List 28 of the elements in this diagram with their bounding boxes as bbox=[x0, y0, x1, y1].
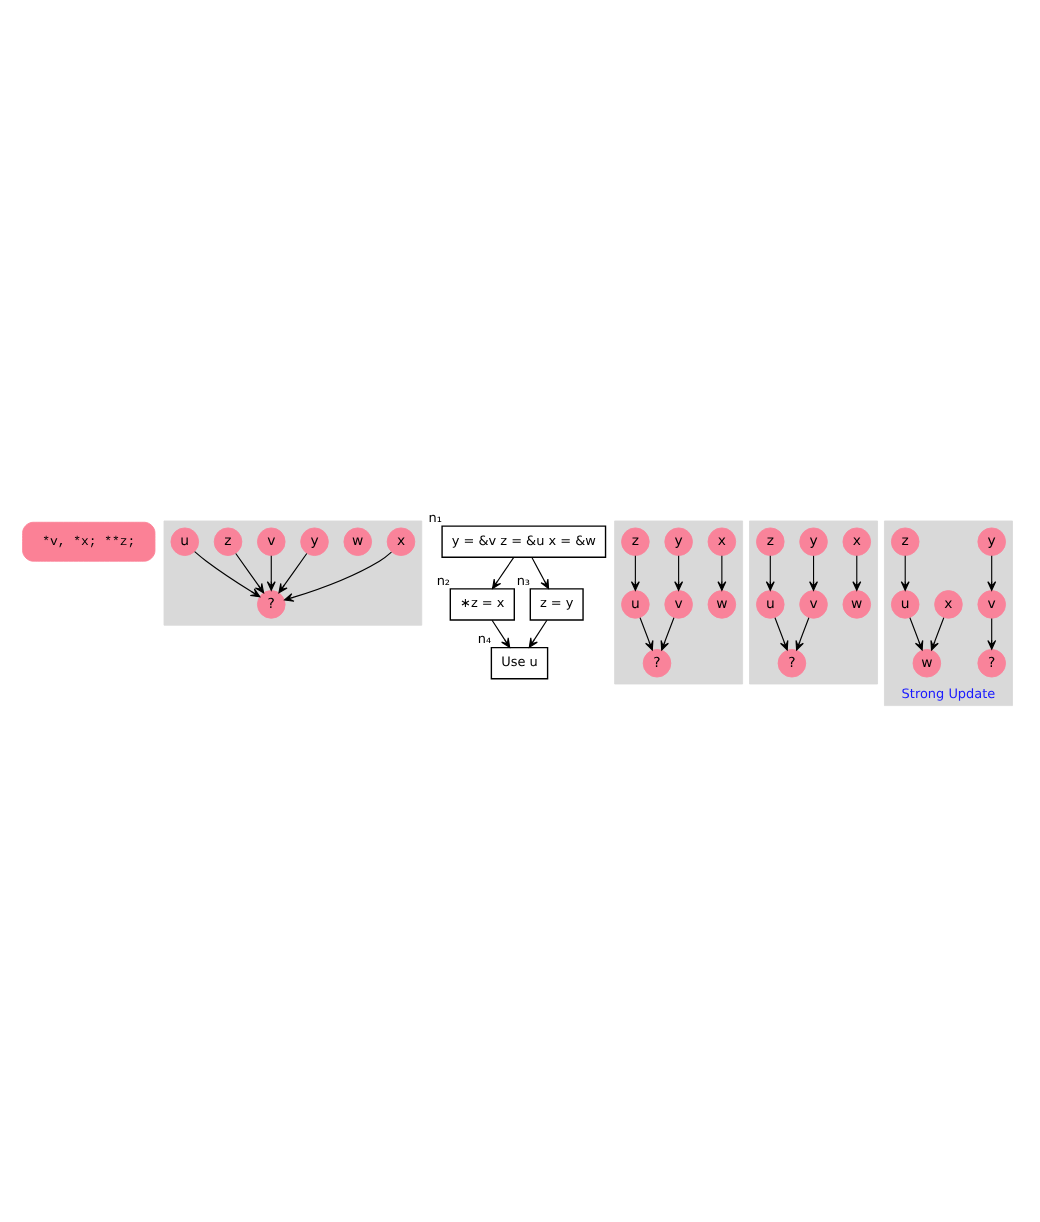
arrow bbox=[764, 554, 774, 590]
arrow bbox=[986, 617, 996, 649]
arrow bbox=[265, 554, 275, 590]
arrow bbox=[638, 616, 653, 650]
cluster bbox=[748, 519, 877, 684]
arrow bbox=[986, 554, 996, 590]
arrow bbox=[530, 555, 549, 589]
arrow bbox=[527, 618, 547, 647]
arrow bbox=[659, 616, 674, 650]
arrow bbox=[277, 551, 307, 593]
arrow bbox=[808, 554, 817, 590]
arrow bbox=[491, 555, 514, 589]
arrow bbox=[716, 554, 726, 590]
arrow bbox=[773, 616, 788, 650]
arrow bbox=[908, 616, 923, 650]
arrow bbox=[490, 618, 510, 647]
arrow bbox=[193, 550, 260, 597]
cluster bbox=[613, 519, 743, 684]
cluster bbox=[162, 519, 422, 625]
arrow bbox=[794, 616, 809, 650]
arrow bbox=[234, 551, 264, 593]
arrow bbox=[629, 554, 639, 590]
arrow bbox=[851, 554, 861, 590]
arrow bbox=[283, 550, 391, 601]
arrow bbox=[673, 554, 683, 590]
cluster bbox=[883, 519, 1012, 706]
arrow bbox=[929, 616, 944, 650]
arrow bbox=[899, 554, 909, 590]
